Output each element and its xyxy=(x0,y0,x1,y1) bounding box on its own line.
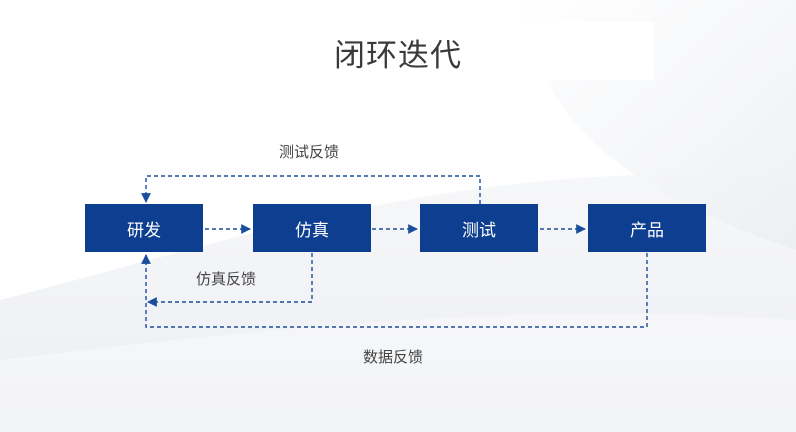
test-feedback-path xyxy=(141,175,481,204)
node-simulation: 仿真 xyxy=(253,204,371,252)
simulation-feedback-label: 仿真反馈 xyxy=(196,270,257,288)
node-test: 测试 xyxy=(420,204,538,252)
test-feedback-label: 测试反馈 xyxy=(279,143,340,161)
node-product: 产品 xyxy=(588,204,706,252)
page-title: 闭环迭代 xyxy=(334,38,462,74)
sim-feedback-path xyxy=(147,253,313,307)
data-feedback-path xyxy=(141,253,648,328)
data-feedback-label: 数据反馈 xyxy=(363,348,424,366)
node-rd: 研发 xyxy=(85,204,203,252)
